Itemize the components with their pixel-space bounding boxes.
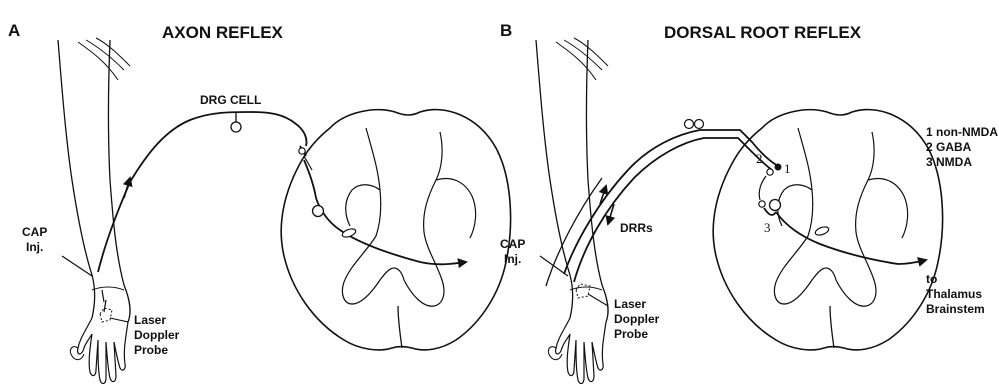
panel-b-inj-label: Inj.: [504, 252, 521, 266]
panel-a-probe-line2: Doppler: [134, 328, 180, 342]
panel-b-synapse-2: [767, 169, 773, 175]
panel-a-synapse-small: [299, 148, 305, 154]
panel-b-arm: [536, 38, 608, 384]
panel-b-legend-item-2: 2 GABA: [926, 140, 972, 154]
panel-b-title: DORSAL ROOT REFLEX: [664, 23, 862, 42]
panel-b-target-line2: Thalamus: [926, 287, 982, 301]
panel-a-probe-line1: Laser: [134, 313, 166, 327]
panel-b-target-line3: Brainstem: [926, 302, 985, 316]
panel-a-title: AXON REFLEX: [162, 23, 284, 42]
panel-a-arm: [58, 38, 130, 384]
panel-a-spinal-cord: [281, 110, 510, 350]
panel-b-afferent-fibre: [564, 130, 778, 274]
panel-a-inj-label: Inj.: [26, 240, 43, 254]
panel-b-central-pathway: [764, 208, 926, 264]
panel-a-commissure-ellipse: [341, 227, 357, 238]
panel-b: B DORSAL ROOT REFLEX DRRs 1 2 3 1 n: [500, 21, 998, 384]
panel-b-synapse-number-3: 3: [764, 220, 771, 235]
panel-b-drrs-label: DRRs: [620, 221, 653, 235]
panel-a-dorsal-horn-neuron: [313, 206, 324, 217]
panel-a-probe-site: [100, 308, 112, 322]
panel-a-drg-cell: [231, 122, 241, 132]
panel-b-legend-item-3: 3 NMDA: [926, 155, 972, 169]
panel-b-drg-cell-2: [695, 120, 704, 129]
panel-b-synapse-number-1: 1: [784, 161, 791, 176]
panel-b-drr-fibre: [574, 138, 772, 282]
panel-a-cap-label: CAP: [22, 225, 47, 239]
panel-b-probe-line2: Doppler: [614, 312, 660, 326]
panel-b-drg-cell-1: [685, 120, 694, 129]
panel-b-dorsal-horn-neuron: [770, 200, 781, 211]
panel-a-drg-label: DRG CELL: [200, 93, 261, 107]
panel-a: A AXON REFLEX DRG CELL CAP Inj. Laser Do…: [8, 21, 511, 384]
panel-a-up-arrow: [124, 178, 130, 198]
panel-b-probe-line1: Laser: [614, 297, 646, 311]
panel-b-synapse-3: [759, 201, 765, 207]
panel-b-synapse-1: [775, 164, 782, 171]
panel-b-commissure-ellipse: [814, 225, 830, 236]
panel-a-letter: A: [8, 21, 20, 40]
panel-b-probe-line3: Probe: [614, 327, 648, 341]
panel-a-afferent-fibre: [98, 112, 307, 272]
panel-b-cap-needle: [540, 256, 568, 276]
panel-b-letter: B: [500, 21, 512, 40]
panel-b-target-line1: to: [926, 272, 937, 286]
panel-a-probe-line3: Probe: [134, 343, 168, 357]
panel-b-synapse-number-2: 2: [756, 151, 763, 166]
panel-b-legend-item-1: 1 non-NMDA: [926, 125, 998, 139]
panel-b-cap-label: CAP: [500, 237, 525, 251]
panel-b-probe-site: [576, 284, 590, 298]
